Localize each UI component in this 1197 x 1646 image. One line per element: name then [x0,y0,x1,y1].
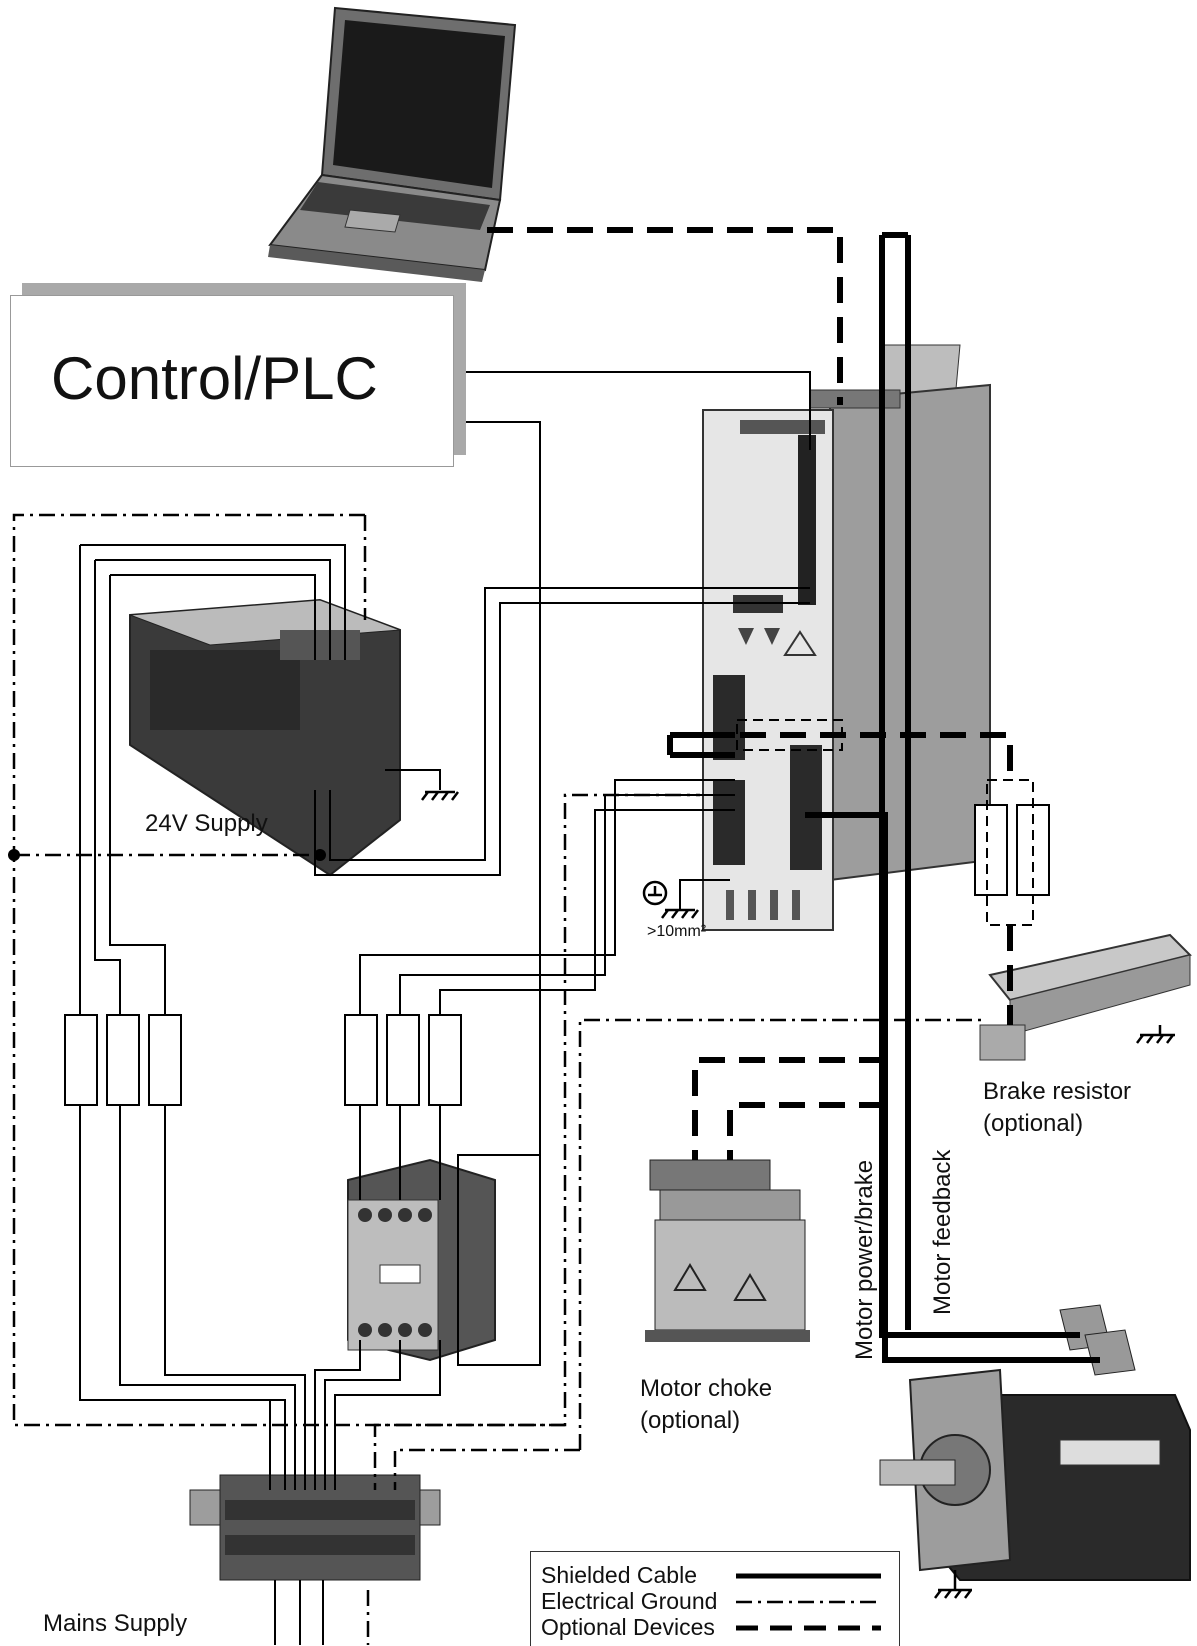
ground-icon [421,790,1175,1599]
legend: Shielded Cable Electrical Ground Optiona… [530,1551,900,1646]
motor-choke-optional-label: (optional) [640,1407,741,1434]
brake-resistor [979,933,1192,1061]
motor-feedback-label: Motor feedback [929,1149,956,1315]
shielded-cables [667,232,1100,1363]
legend-optional-label: Optional Devices [541,1614,715,1640]
brake-resistor-label: Brake resistor [983,1078,1132,1105]
motor-power-label: Motor power/brake [851,1159,878,1360]
servo-amplifier [702,344,991,931]
contactor [347,1158,496,1362]
legend-swatches [736,1573,881,1631]
motor-choke-label: Motor choke [640,1375,773,1402]
optional-frames [736,719,1034,926]
terminal-block [189,1474,441,1581]
mains-supply-label: Mains Supply [43,1610,188,1637]
signal-wires [79,371,811,1645]
plc-box: Control/PLC [10,295,454,467]
servo-motor [879,1304,1191,1581]
supply-24v-label: 24V Supply [145,810,268,837]
power-supply-24v [129,598,401,877]
ground-section-label: >10mm² [647,923,707,940]
brake-resistor-optional-label: (optional) [983,1110,1084,1137]
plc-label: Control/PLC [51,345,378,412]
optional-lines [487,227,1013,1160]
ground-lines [12,513,985,1645]
legend-shielded-label: Shielded Cable [541,1562,698,1588]
motor-choke [645,1159,810,1342]
laptop-icon [268,6,517,282]
legend-ground-label: Electrical Ground [541,1588,718,1614]
